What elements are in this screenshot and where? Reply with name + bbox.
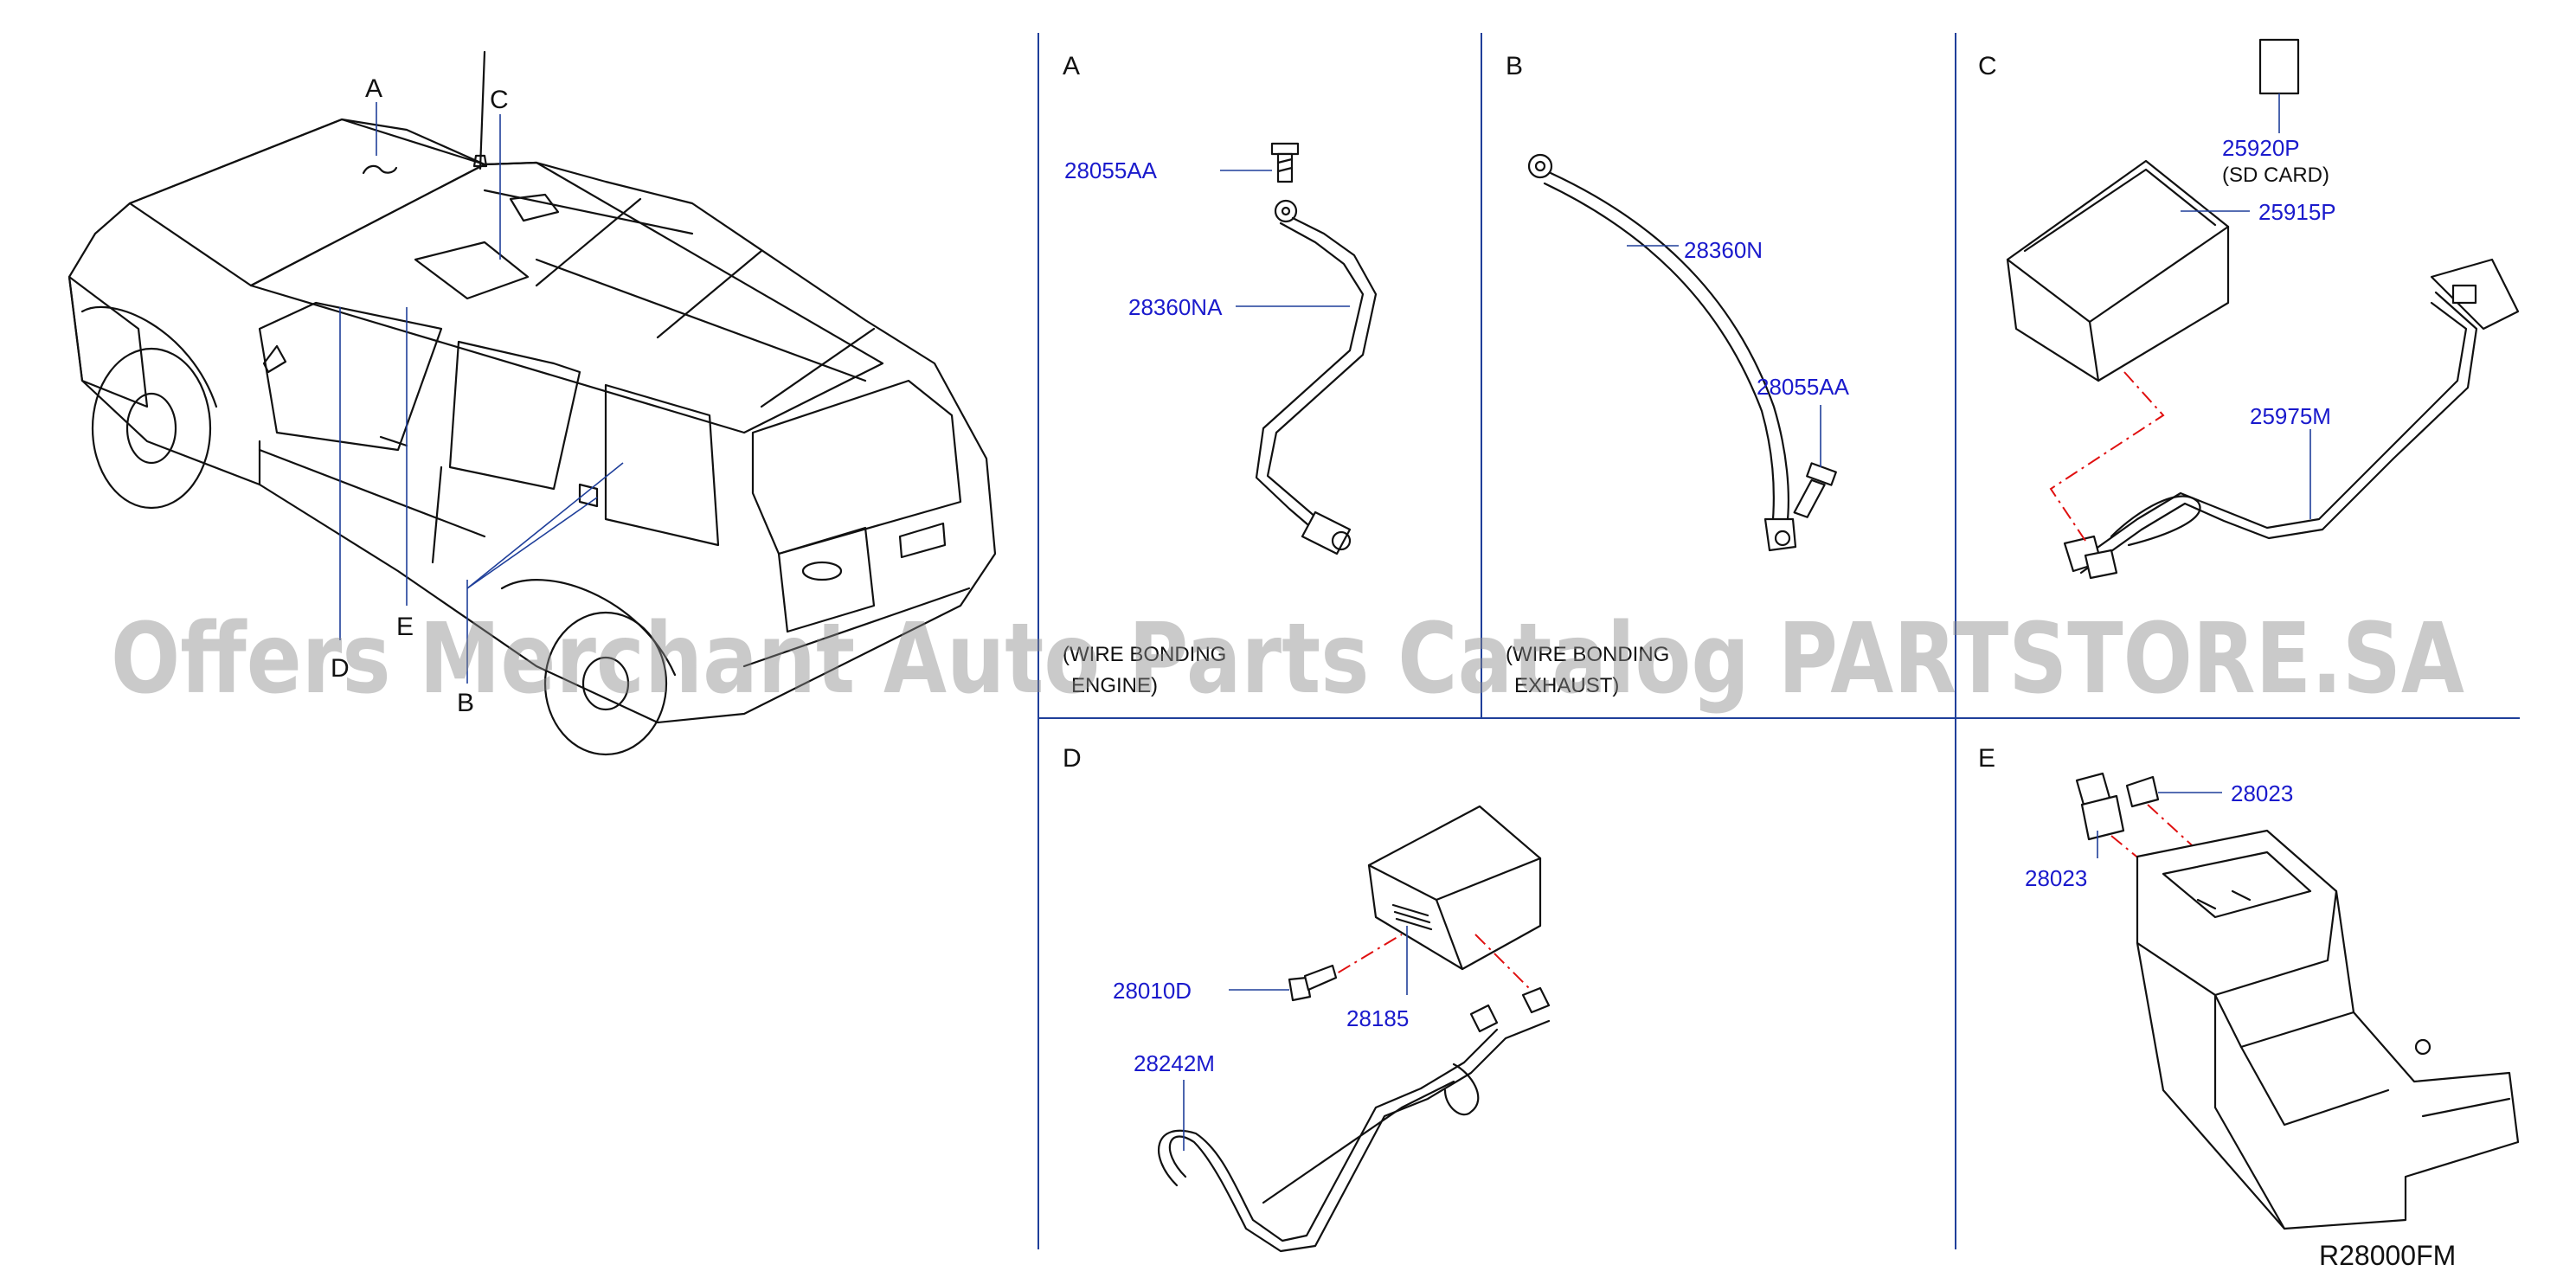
part-25915p[interactable]: 25915P [2258, 199, 2336, 225]
part-28360na[interactable]: 28360NA [1128, 294, 1223, 320]
watermark-text: Offers Merchant Auto Parts Catalog PARTS… [111, 603, 2464, 716]
callout-b: B [457, 689, 474, 717]
callout-e: E [396, 613, 414, 641]
navigation-unit-icon [2006, 159, 2230, 382]
part-28185[interactable]: 28185 [1346, 1005, 1409, 1031]
part-28055aa-b[interactable]: 28055AA [1757, 374, 1850, 400]
section-a: A 28055AA 28360NA (WIRE BONDING ENGINE) [1063, 52, 1378, 697]
bolt-icon [1288, 964, 1338, 1002]
bolt-icon [1270, 142, 1300, 183]
control-module-icon [1367, 805, 1542, 971]
section-b-note-line1: (WIRE BONDING [1506, 643, 1669, 666]
section-b-note-line2: EXHAUST) [1514, 674, 1619, 697]
section-a-letter: A [1063, 52, 1080, 80]
diagram-reference-code: R28000FM [2319, 1240, 2456, 1271]
center-console-icon [2136, 829, 2520, 1230]
wire-harness-c [2063, 258, 2520, 580]
section-c: C 25920P (SD CARD) 25915P 25975M [1978, 38, 2520, 580]
section-d: D 28010D 28185 28242M [1063, 744, 1551, 1253]
section-c-letter: C [1978, 52, 1997, 80]
switch-icon [2125, 775, 2160, 808]
part-28055aa-a[interactable]: 28055AA [1064, 157, 1158, 183]
section-e: E 28023 28023 [1978, 744, 2520, 1230]
section-a-note-line2: ENGINE) [1071, 674, 1158, 697]
part-25975m[interactable]: 25975M [2250, 403, 2331, 429]
part-28023-left[interactable]: 28023 [2025, 865, 2087, 891]
suv-illustration [67, 50, 997, 756]
callout-d: D [331, 654, 350, 683]
section-a-note-line1: (WIRE BONDING [1063, 643, 1226, 666]
wire-harness-d [1158, 986, 1551, 1253]
section-e-letter: E [1978, 744, 1995, 773]
part-28360n[interactable]: 28360N [1684, 237, 1763, 263]
section-b: B 28360N 28055AA (WIRE BONDING EXHAUST) [1506, 52, 1850, 697]
bonding-wire-exhaust [1527, 153, 1797, 552]
part-25920p[interactable]: 25920P [2222, 135, 2300, 161]
overview-leaders [339, 102, 624, 684]
section-d-letter: D [1063, 744, 1082, 773]
bonding-wire-engine [1255, 199, 1378, 555]
part-28242m[interactable]: 28242M [1134, 1050, 1215, 1076]
part-28023-right[interactable]: 28023 [2231, 780, 2293, 806]
bolt-icon [1793, 462, 1837, 518]
sd-card-icon [2258, 38, 2300, 95]
sd-card-label: (SD CARD) [2222, 164, 2329, 187]
panel-dividers [1037, 33, 2520, 1249]
callout-a: A [365, 74, 382, 103]
vehicle-overview: A C E D B [67, 50, 997, 756]
callout-c: C [490, 86, 509, 114]
part-28010d[interactable]: 28010D [1113, 978, 1192, 1004]
section-b-letter: B [1506, 52, 1523, 80]
switch-icon [2075, 772, 2125, 841]
